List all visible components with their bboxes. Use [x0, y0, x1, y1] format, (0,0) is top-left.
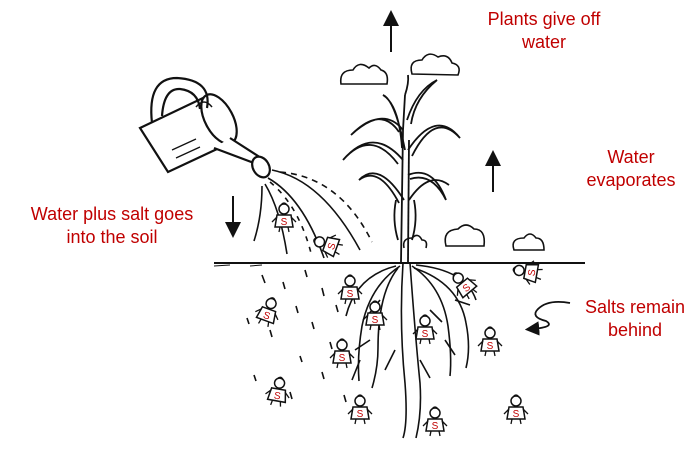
- salt-letter: S: [347, 289, 354, 300]
- salt-particle-icon: S: [330, 339, 354, 368]
- salt-letter: S: [372, 315, 379, 326]
- salt-particle-icon: S: [264, 375, 293, 408]
- salt-letter: S: [281, 217, 288, 228]
- salt-letter: S: [487, 341, 494, 352]
- plant-icon: [343, 75, 460, 262]
- label-line: evaporates: [575, 169, 687, 192]
- salt-letter: S: [422, 329, 429, 340]
- salt-particle-icon: S: [363, 301, 387, 330]
- label-line: Salts remain: [570, 296, 700, 319]
- salt-particle-icon: S: [348, 395, 372, 424]
- salt-particle-icon: S: [423, 407, 447, 436]
- salt-particle-icon: S: [413, 315, 437, 344]
- salt-particle-icon: S: [252, 294, 284, 329]
- label-line: behind: [570, 319, 700, 342]
- salt-particle-icon: S: [504, 395, 528, 424]
- salt-particle-icon: S: [310, 229, 345, 261]
- soil-water-streaks: [247, 270, 346, 402]
- salt-particle-icon: S: [478, 327, 502, 356]
- cloud-icon: [341, 54, 544, 250]
- label-water-plus-salt: Water plus salt goes into the soil: [6, 203, 218, 249]
- label-line: water: [470, 31, 618, 54]
- salt-letter: S: [513, 409, 520, 420]
- label-water-evaporates: Water evaporates: [575, 146, 687, 192]
- salt-particle-icon: S: [338, 275, 362, 304]
- water-spray: [254, 170, 372, 258]
- salt-letter: S: [432, 421, 439, 432]
- label-plants-give-off-water: Plants give off water: [470, 8, 618, 54]
- label-line: into the soil: [6, 226, 218, 249]
- curved-arrow-icon: [532, 302, 570, 329]
- label-line: Water: [575, 146, 687, 169]
- salt-particle-icon: S: [445, 266, 482, 304]
- label-line: Plants give off: [470, 8, 618, 31]
- label-line: Water plus salt goes: [6, 203, 218, 226]
- label-salts-remain-behind: Salts remain behind: [570, 296, 700, 342]
- salt-letter: S: [339, 353, 346, 364]
- salt-particle-icon: S: [511, 258, 544, 287]
- salt-letter: S: [357, 409, 364, 420]
- watering-can-icon: [140, 78, 273, 181]
